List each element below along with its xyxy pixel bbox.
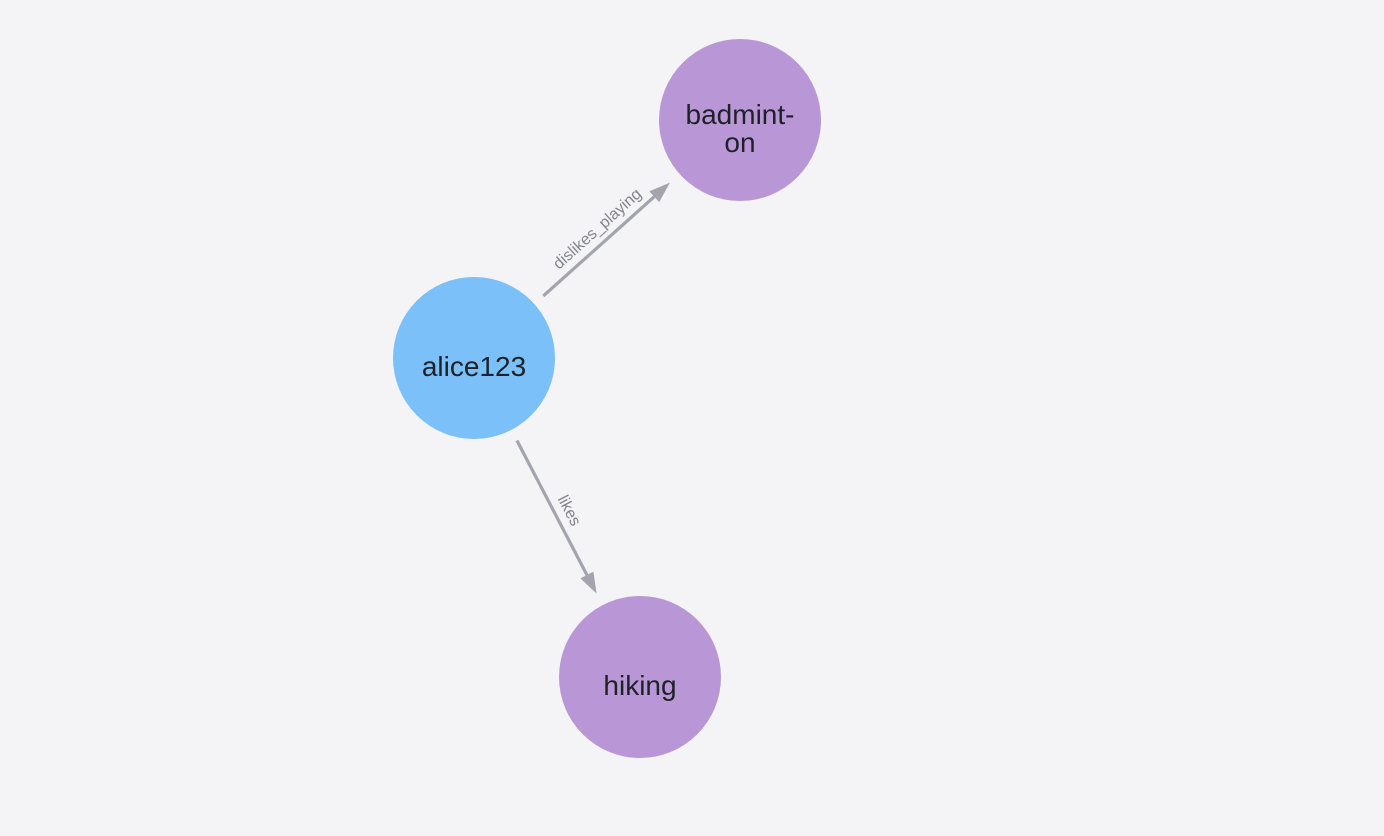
- edge-label: likes: [554, 493, 584, 529]
- graph-edge-alice123-badminton: dislikes_playing: [542, 182, 670, 298]
- graph-node-alice123[interactable]: alice123: [393, 277, 555, 439]
- graph-node-hiking[interactable]: hiking: [559, 596, 721, 758]
- node-circle[interactable]: [393, 277, 555, 439]
- edge-line: [515, 439, 590, 579]
- edge-arrowhead-icon: [580, 571, 597, 594]
- edge-arrowhead-icon: [649, 182, 670, 203]
- node-circle[interactable]: [559, 596, 721, 758]
- edge-line: [542, 193, 658, 298]
- edge-label: dislikes_playing: [550, 186, 645, 273]
- graph-node-badminton[interactable]: badmint-on: [659, 39, 821, 201]
- node-circle[interactable]: [659, 39, 821, 201]
- graph-edge-alice123-hiking: likes: [515, 439, 597, 594]
